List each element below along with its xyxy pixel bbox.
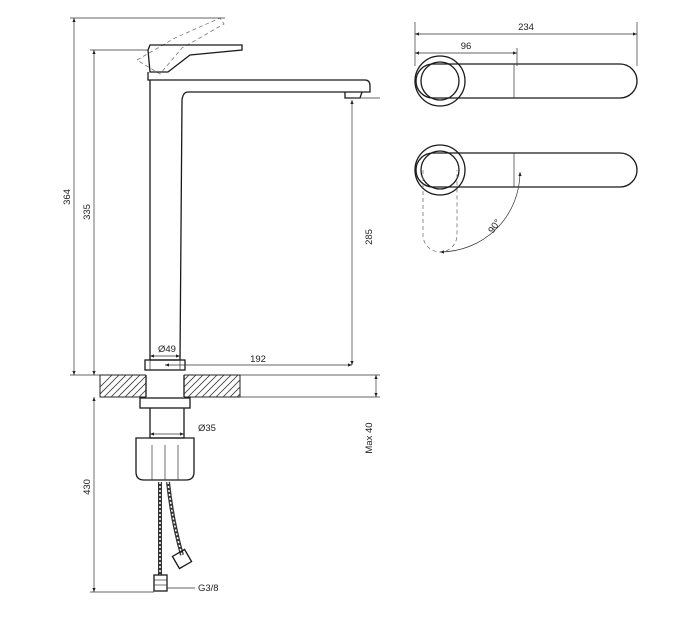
hatch-line: [180, 375, 204, 397]
side-dimensions: [70, 17, 380, 593]
dim-outlet-height: 285: [364, 229, 375, 245]
hatch-line: [229, 386, 240, 397]
dim-hose-thread: G3/8: [198, 583, 219, 594]
mounting-shank: [135, 397, 195, 481]
hatch-line: [194, 375, 218, 397]
dim-hose-length: 430: [82, 479, 93, 495]
dim-top-handle-width: 96: [461, 41, 472, 52]
flexible-hoses: [153, 481, 193, 592]
hatch-line: [100, 375, 120, 395]
dim-base-diameter: Ø49: [158, 344, 176, 355]
dim-spout-height: 335: [82, 204, 93, 220]
hatch-line: [117, 375, 141, 397]
dim-spout-reach: 192: [250, 354, 266, 365]
hatch-line: [215, 375, 239, 397]
dim-rotation-angle: 90°: [486, 217, 503, 235]
hatch-line: [244, 375, 266, 397]
hatch-line: [201, 375, 225, 397]
top-view-rotated: [414, 144, 638, 254]
hatch-line: [124, 375, 148, 397]
dim-shank-diameter: Ø35: [198, 423, 216, 434]
hatch-line: [103, 375, 127, 397]
top-view-closed: [414, 55, 638, 107]
hatch-line: [222, 379, 240, 397]
dim-top-total-width: 234: [518, 22, 534, 33]
countertop-section: [99, 374, 266, 398]
hatch-line: [187, 375, 211, 397]
hatch-line: [208, 375, 232, 397]
hatch-line: [100, 375, 113, 388]
faucet-side-view: [136, 17, 371, 371]
side-dimension-labels: 364 335 285 Ø49 192 Ø35 Max 40 430 G3/8: [62, 189, 375, 594]
dim-overall-height: 364: [62, 189, 73, 205]
hatch-line: [110, 375, 134, 397]
top-dimensions: 234 96 90°: [414, 22, 638, 236]
dim-max-deck: Max 40: [364, 422, 375, 453]
